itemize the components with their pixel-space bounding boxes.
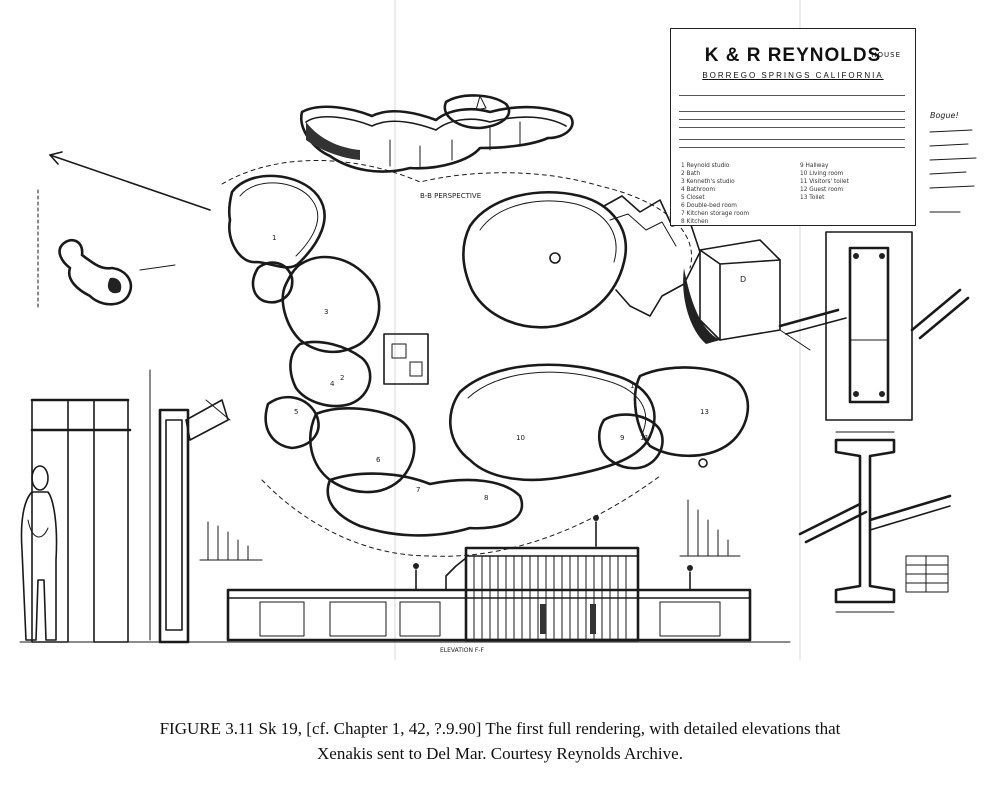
margin-note: Bogue!	[930, 111, 959, 120]
room-legend: 1 Reynold studio 9 Hallway 2 Bath 10 Liv…	[681, 163, 911, 225]
handwritten-line	[679, 111, 905, 112]
title-block-subtitle: HOUSE	[871, 51, 901, 59]
steel-connection-sketch	[798, 494, 952, 593]
room-number: 5	[294, 408, 298, 416]
legend-item: 10 Living room	[800, 171, 844, 177]
handwritten-line	[679, 147, 905, 148]
room-number: 11	[640, 434, 649, 442]
i-beam-detail	[834, 431, 896, 613]
drawing-canvas: B-B PERSPECTIVE 1	[19, 0, 977, 660]
room-number: 12	[630, 382, 639, 390]
figure-caption-line: Xenakis sent to Del Mar. Courtesy Reynol…	[317, 744, 683, 763]
room-number: 4	[330, 380, 335, 388]
room-number: 10	[516, 434, 525, 442]
legend-item: 7 Kitchen storage room	[681, 211, 750, 217]
legend-item: 13 Toilet	[800, 195, 825, 201]
ridge-perspective-sketch	[603, 195, 701, 317]
legend-item: 11 Visitors' toilet	[800, 179, 849, 185]
column-section-detail	[825, 231, 913, 421]
figure-caption-line: FIGURE 3.11 Sk 19, [cf. Chapter 1, 42, ?…	[159, 719, 841, 738]
floor-plan	[221, 160, 750, 557]
architectural-drawing-sheet: B-B PERSPECTIVE 1	[19, 0, 977, 660]
elevation-label: ELEVATION F-F	[440, 647, 484, 654]
legend-item: 2 Bath	[681, 171, 701, 177]
legend-item: 12 Guest room	[800, 187, 844, 193]
handwritten-line	[679, 95, 905, 96]
handwritten-line	[679, 127, 905, 128]
title-block-title: K & R REYNOLDS	[704, 45, 882, 66]
margin-scribbles	[929, 129, 977, 213]
svg-text:D: D	[740, 275, 746, 284]
legend-item: 5 Closet	[681, 195, 705, 201]
figure-caption: FIGURE 3.11 Sk 19, [cf. Chapter 1, 42, ?…	[40, 716, 960, 766]
human-figure-icon	[20, 465, 58, 641]
handwritten-line	[679, 119, 905, 120]
scale-ticks	[199, 499, 741, 561]
room-number: 3	[324, 308, 328, 316]
title-block-location: BORREGO SPRINGS CALIFORNIA	[702, 71, 884, 80]
room-number: 2	[340, 374, 344, 382]
room-number: 7	[416, 486, 420, 494]
box-section-perspective: D	[683, 239, 811, 351]
legend-item: 6 Double-bed room	[681, 203, 737, 209]
room-number: 9	[620, 434, 624, 442]
legend-item: 8 Kitchen	[681, 219, 709, 225]
room-number: 1	[272, 234, 276, 242]
legend-item: 9 Hallway	[800, 163, 829, 169]
human-figure-icon	[413, 515, 693, 591]
handwritten-line	[679, 139, 905, 140]
connection-detail	[778, 288, 970, 340]
room-number: 13	[700, 408, 709, 416]
room-number-labels: 1 2 3 4 5 6 7 8 9 10 11 12 13	[272, 234, 709, 502]
legend-item: 1 Reynold studio	[681, 163, 730, 169]
legend-item: 3 Kenneth's studio	[681, 179, 735, 185]
title-block: K & R REYNOLDS HOUSE BORREGO SPRINGS CAL…	[670, 28, 916, 226]
north-arrow-icon	[49, 151, 211, 211]
site-key-plan	[37, 189, 176, 311]
perspective-label: B-B PERSPECTIVE	[420, 192, 481, 200]
legend-item: 4 Bathroom	[681, 187, 716, 193]
wall-sections	[19, 369, 251, 644]
room-number: 8	[484, 494, 488, 502]
elevation-drawing	[199, 515, 791, 643]
room-number: 6	[376, 456, 381, 464]
perspective-drawing	[300, 94, 574, 173]
